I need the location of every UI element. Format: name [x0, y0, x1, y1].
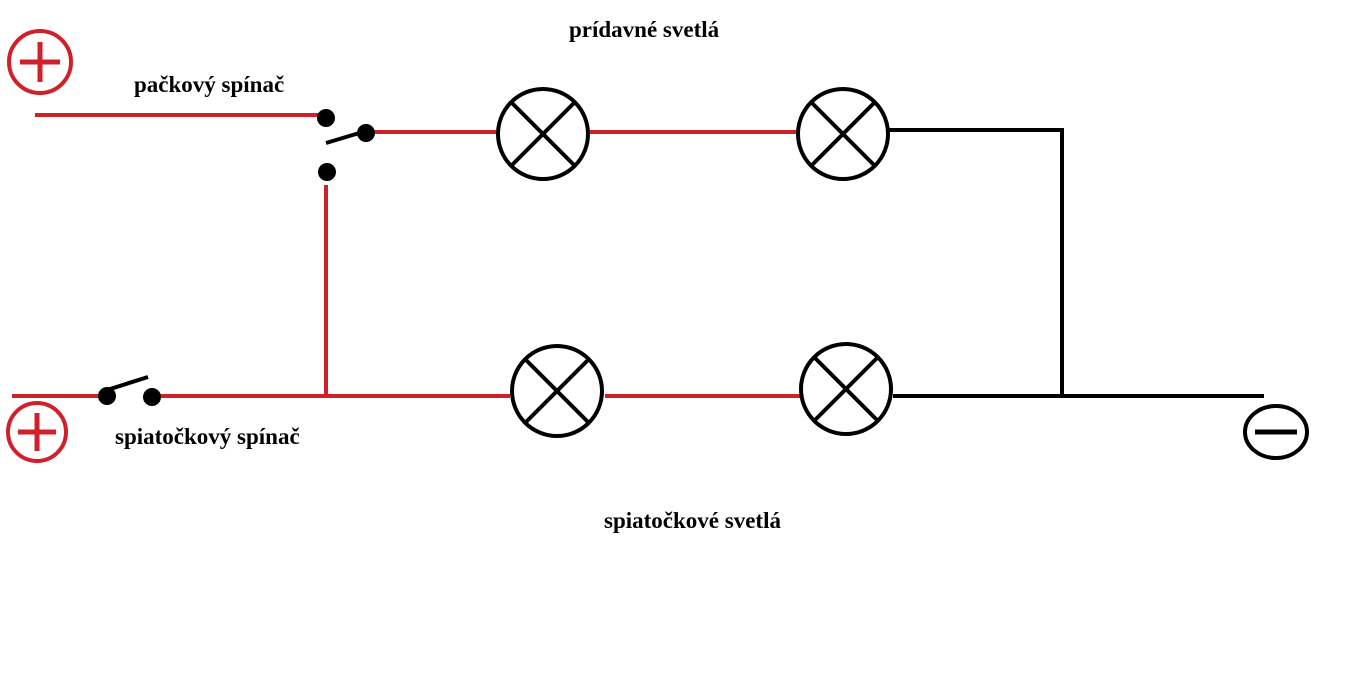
- reverse-switch-label: spiatočkový spínač: [115, 424, 300, 449]
- reverse-switch: [98, 375, 161, 406]
- lamp-reverse-1: [510, 344, 604, 438]
- extra-lights-label: prídavné svetlá: [569, 17, 720, 42]
- lamp-extra-2: [796, 87, 890, 181]
- lamp-extra-1: [496, 87, 590, 181]
- positive-terminal-top: [7, 29, 73, 95]
- lever-switch-label: pačkový spínač: [134, 72, 285, 97]
- reverse-lights-label: spiatočkové svetlá: [604, 508, 781, 533]
- lever-switch: [317, 109, 375, 181]
- negative-terminal: [1243, 404, 1309, 460]
- lamp-reverse-2: [799, 342, 893, 436]
- positive-terminal-bottom: [6, 401, 68, 463]
- positive-wiring: [12, 113, 800, 398]
- ground-wiring: [889, 128, 1264, 398]
